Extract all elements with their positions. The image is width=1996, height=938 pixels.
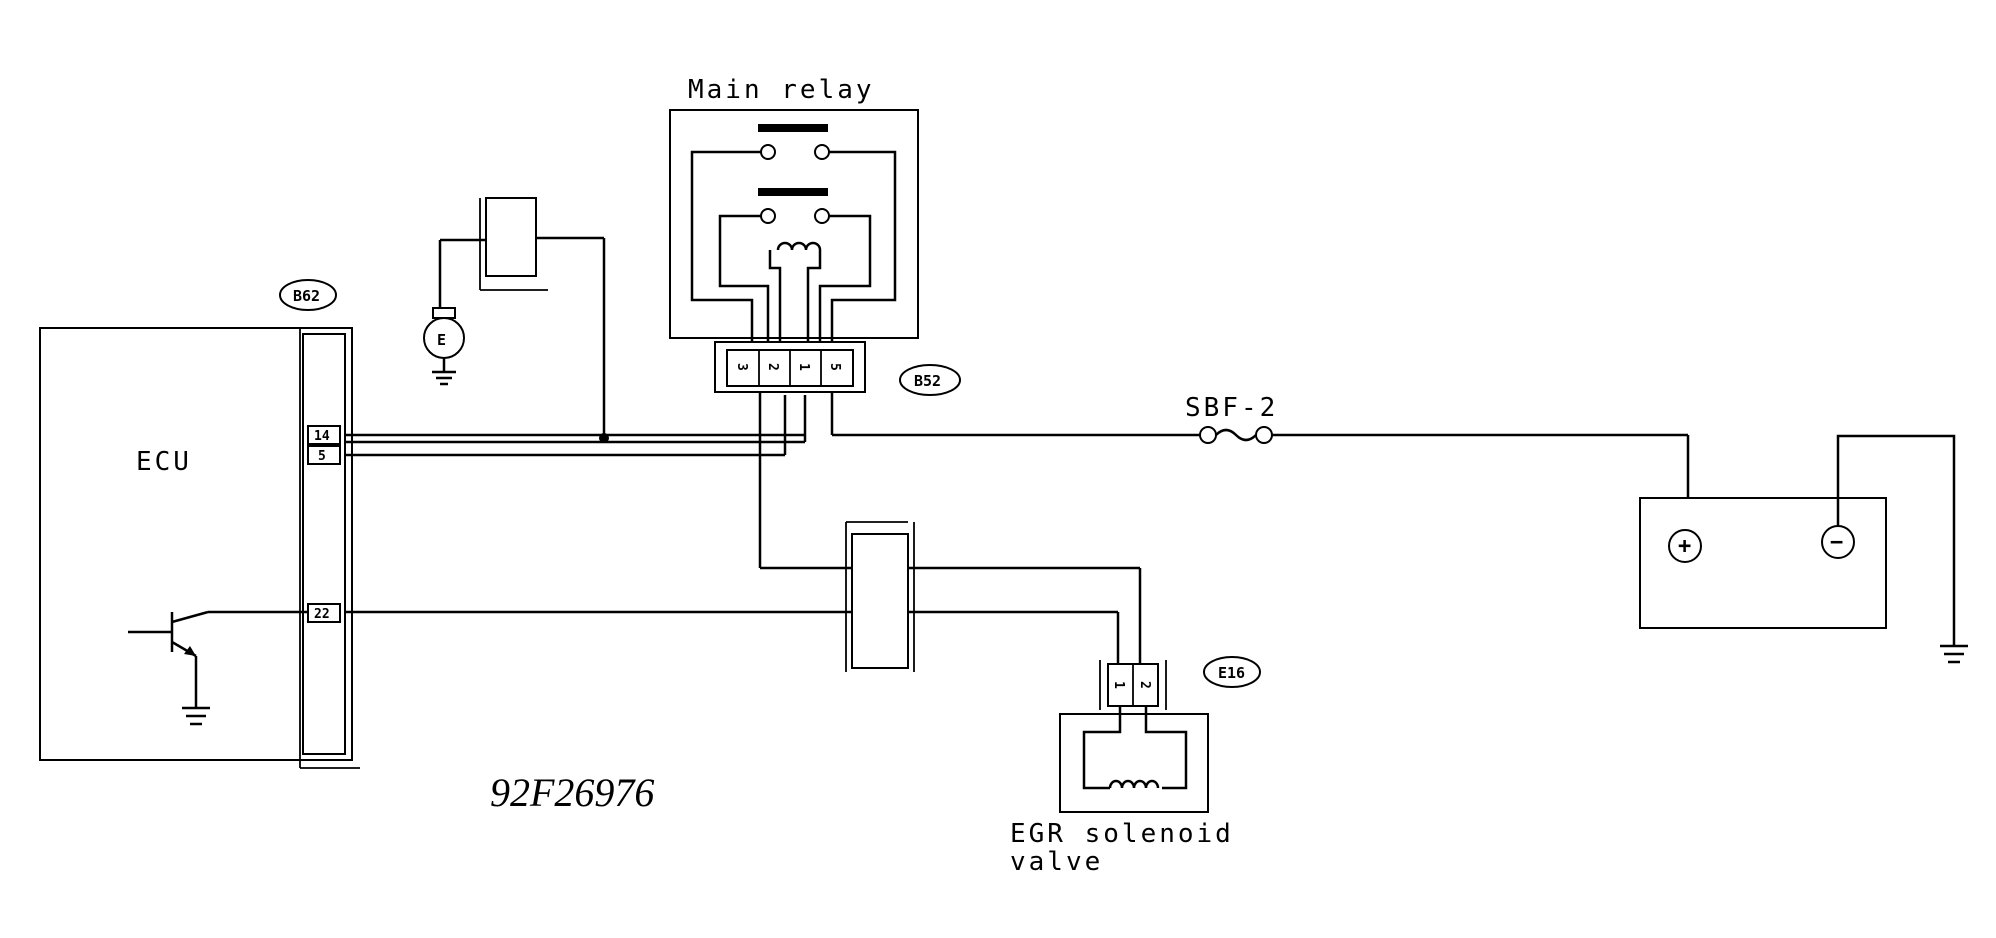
- ecu-pin-22: 22: [314, 607, 330, 622]
- battery: + −: [1639, 434, 1968, 664]
- main-relay-label: Main relay: [688, 75, 875, 105]
- fuse-sbf2: SBF-2: [832, 393, 1690, 500]
- inline-connector: [760, 521, 1142, 672]
- battery-plus-terminal: [1668, 529, 1702, 563]
- ecu-wires: [345, 395, 1118, 614]
- lamp-circuit: E: [423, 197, 606, 438]
- figure-code: 92F26976: [490, 770, 654, 815]
- egr-pin-1: 1: [1111, 681, 1126, 689]
- relay-pin-3: 3: [734, 363, 749, 371]
- connector-b62-tag: B62: [279, 279, 337, 311]
- relay-pin-5: 5: [827, 363, 842, 371]
- transistor-symbol: [128, 610, 308, 726]
- connector-b62-label: B62: [293, 287, 320, 305]
- ecu-pin-14: 14: [314, 429, 330, 444]
- egr-pin-2: 2: [1137, 681, 1152, 689]
- connector-b52-tag: B52: [899, 364, 961, 396]
- egr-label-line1: EGR solenoid: [1010, 819, 1234, 849]
- ecu-block: ECU 14 5 22: [39, 327, 360, 769]
- battery-minus-label: −: [1830, 530, 1843, 555]
- ecu-pin-5: 5: [318, 449, 326, 464]
- relay-pin-2: 2: [765, 363, 780, 371]
- connector-b52-label: B52: [914, 372, 941, 390]
- egr-solenoid-valve: 1 2 EGR solenoid valve: [1010, 660, 1234, 877]
- relay-pin-1: 1: [796, 363, 811, 371]
- battery-plus-label: +: [1678, 534, 1691, 559]
- ground-e-label: E: [437, 331, 446, 349]
- egr-label-line2: valve: [1010, 847, 1103, 877]
- ecu-label: ECU: [136, 447, 192, 477]
- fuse-label: SBF-2: [1185, 393, 1278, 423]
- connector-e16-label: E16: [1218, 664, 1245, 682]
- connector-e16-tag: E16: [1203, 656, 1261, 688]
- main-relay: Main relay 3 2 1 5: [669, 75, 919, 568]
